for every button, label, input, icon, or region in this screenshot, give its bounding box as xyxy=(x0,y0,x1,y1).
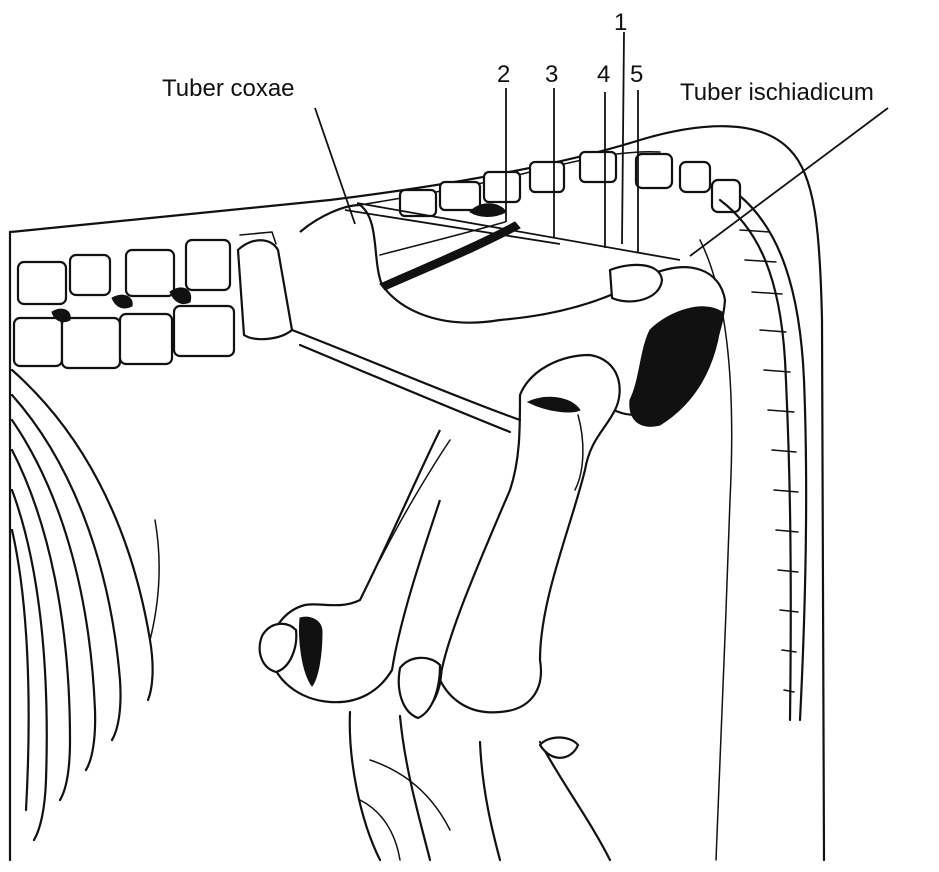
marker-1: 1 xyxy=(614,9,627,36)
label-tuber-ischiadicum: Tuber ischiadicum xyxy=(680,79,874,106)
marker-line-1 xyxy=(622,32,624,244)
lumbar-vertebrae xyxy=(14,232,292,368)
marker-5: 5 xyxy=(630,61,643,88)
tuber-coxae-leader xyxy=(315,108,355,224)
pelvis-ilium xyxy=(300,205,725,426)
ribs xyxy=(12,370,159,840)
pelvic-axis-line-2 xyxy=(345,210,560,244)
label-tuber-coxae: Tuber coxae xyxy=(162,75,295,102)
marker-4: 4 xyxy=(597,61,610,88)
marker-2: 2 xyxy=(497,61,510,88)
marker-3: 3 xyxy=(545,61,558,88)
pelvic-axis-line xyxy=(357,203,680,260)
femur xyxy=(399,355,620,718)
lower-limb-bones xyxy=(350,712,610,860)
